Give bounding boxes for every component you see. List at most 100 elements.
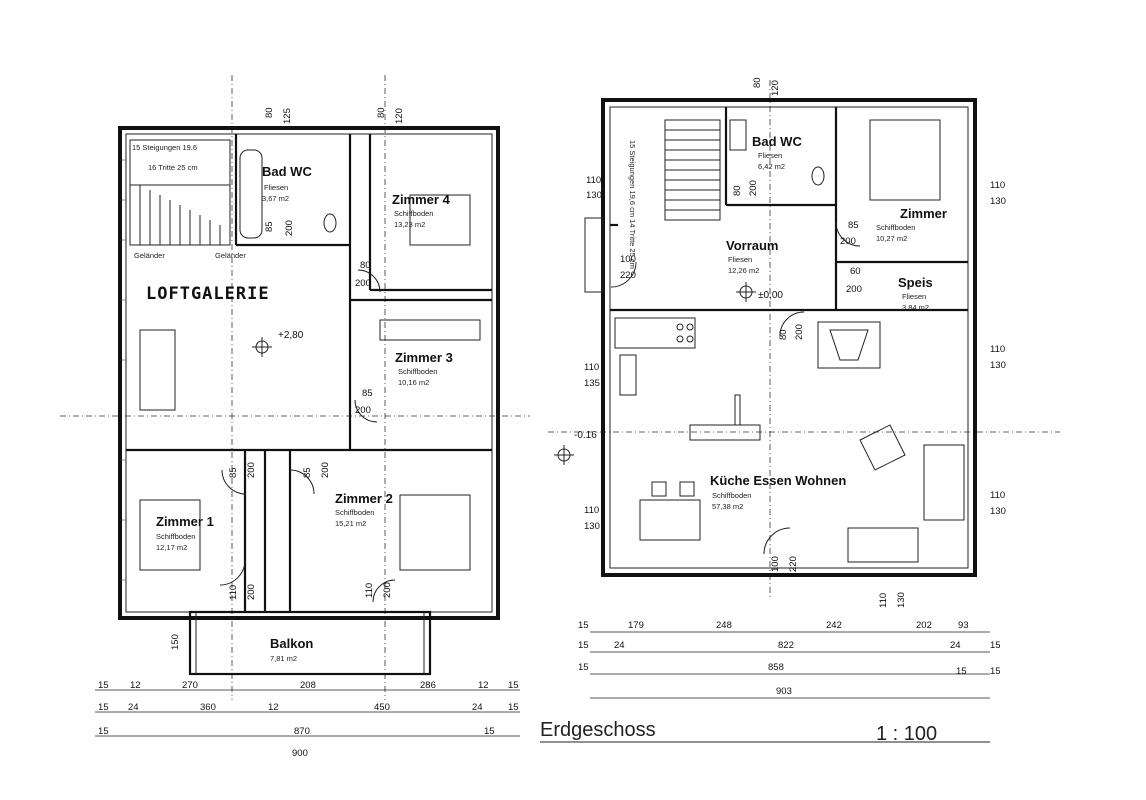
log-wall-hatch-left	[120, 159, 126, 581]
room-name-bath-upper: Bad WC	[262, 164, 312, 179]
dim-label: 12	[478, 680, 489, 691]
opening-label: 130	[896, 592, 907, 608]
side-dim-right: 130	[990, 360, 1006, 371]
opening-label: 85	[302, 467, 313, 478]
opening-label: 85	[848, 220, 859, 231]
room-name-zimmer-3: Zimmer 3	[395, 350, 453, 365]
dim-label: 15	[508, 680, 519, 691]
opening-label: 80	[732, 185, 743, 196]
room-name-kueche-essen-wohnen: Küche Essen Wohnen	[710, 473, 846, 488]
room-area-zimmer-3: 10,16 m2	[398, 378, 429, 387]
dim-label: 24	[472, 702, 483, 713]
room-area-zimmer-ground: 10,27 m2	[876, 234, 907, 243]
dim-label: 360	[200, 702, 216, 713]
room-name-zimmer-1: Zimmer 1	[156, 514, 214, 529]
opening-label: 120	[770, 80, 781, 96]
room-area-zimmer-4: 13,23 m2	[394, 220, 425, 229]
gallery-railing-2: Geländer	[215, 251, 246, 260]
side-dim-left: 135	[584, 378, 600, 389]
opening-label: 80	[264, 107, 275, 118]
side-dim-right: 110	[990, 180, 1005, 191]
room-floor-zimmer-2: Schiffboden	[335, 508, 374, 517]
level-mark-vorraum: ±0,00	[758, 290, 783, 301]
opening-label: 200	[320, 462, 331, 478]
side-dim-right: 110	[990, 344, 1005, 355]
opening-label: 220	[620, 270, 636, 281]
opening-label: 100	[620, 254, 636, 265]
ground-floor-plan	[540, 80, 1060, 743]
opening-label: 85	[228, 467, 239, 478]
room-name-zimmer-2: Zimmer 2	[335, 491, 393, 506]
stairs-ground	[664, 119, 721, 221]
dim-label: 24	[950, 640, 961, 651]
room-floor-bath-ground: Fliesen	[758, 151, 782, 160]
opening-label: 100	[770, 556, 781, 572]
opening-label: 200	[355, 278, 371, 289]
dim-label: 15	[990, 666, 1001, 677]
dim-label: 15	[508, 702, 519, 713]
dim-label: 270	[182, 680, 198, 691]
opening-label: 60	[850, 266, 861, 277]
room-name-vorraum: Vorraum	[726, 238, 779, 253]
opening-label: 200	[284, 220, 295, 236]
opening-label: 110	[878, 593, 889, 608]
room-area-zimmer-2: 15,21 m2	[335, 519, 366, 528]
dim-label: 903	[776, 686, 792, 697]
upper-floor-plan	[60, 75, 530, 737]
side-dim-right: 130	[990, 506, 1006, 517]
side-dim-left: 130	[584, 521, 600, 532]
room-name-balkon: Balkon	[270, 636, 313, 651]
dim-label: 900	[292, 748, 308, 759]
opening-label: 200	[355, 405, 371, 416]
dim-label: 15	[990, 640, 1001, 651]
opening-label: 80	[360, 260, 371, 271]
opening-label: 200	[246, 584, 257, 600]
opening-label: 200	[794, 324, 805, 340]
room-floor-living: Schiffboden	[712, 491, 751, 500]
dim-label: 822	[778, 640, 794, 651]
dim-label: 450	[374, 702, 390, 713]
opening-label: 200	[840, 236, 856, 247]
room-floor-zimmer-3: Schiffboden	[398, 367, 437, 376]
opening-label: 200	[748, 180, 759, 196]
dim-label: 15	[578, 620, 589, 631]
dim-label: 208	[300, 680, 316, 691]
room-area-bath-ground: 6,42 m2	[758, 162, 785, 171]
dim-label: 12	[268, 702, 279, 713]
dim-label: 93	[958, 620, 969, 631]
stairs-upper	[129, 139, 231, 246]
room-area-bath-upper: 3,67 m2	[262, 194, 289, 203]
dim-label: 248	[716, 620, 732, 631]
room-name-zimmer-ground: Zimmer	[900, 206, 947, 221]
dim-label: 858	[768, 662, 784, 673]
room-name-speis: Speis	[898, 275, 933, 290]
side-dim-left: 110	[586, 175, 601, 186]
room-name-bath-ground: Bad WC	[752, 134, 802, 149]
room-floor-speis: Fliesen	[902, 292, 926, 301]
room-area-living: 57,38 m2	[712, 502, 743, 511]
dim-label: 15	[98, 702, 109, 713]
stairs-note-1: 15 Steigungen 19.6	[132, 143, 197, 152]
drawing-title: Erdgeschoss	[540, 719, 656, 741]
room-name-zimmer-4: Zimmer 4	[392, 192, 451, 207]
stairs-note-ground: 15 Steigungen 19,6 cm 14 Tritte 25 cm	[628, 140, 637, 269]
dim-label: 15	[98, 726, 109, 737]
dim-label: 202	[916, 620, 932, 631]
gallery-railing-1: Geländer	[134, 251, 165, 260]
room-floor-zimmer-4: Schiffboden	[394, 209, 433, 218]
level-mark-gallery: +2,80	[278, 330, 304, 341]
room-floor-zimmer-ground: Schiffboden	[876, 223, 915, 232]
balcony-depth: 150	[170, 634, 181, 650]
opening-label: 85	[264, 221, 275, 232]
opening-label: 200	[846, 284, 862, 295]
opening-label: 80	[752, 77, 763, 88]
dim-label: 24	[128, 702, 139, 713]
dim-label: 15	[484, 726, 495, 737]
side-dim-left: 110	[584, 505, 599, 516]
opening-label: 200	[382, 582, 393, 598]
opening-label: 110	[228, 585, 239, 600]
room-area-speis: 3,84 m2	[902, 303, 929, 312]
dim-label: 15	[578, 640, 589, 651]
dim-label: 24	[614, 640, 625, 651]
